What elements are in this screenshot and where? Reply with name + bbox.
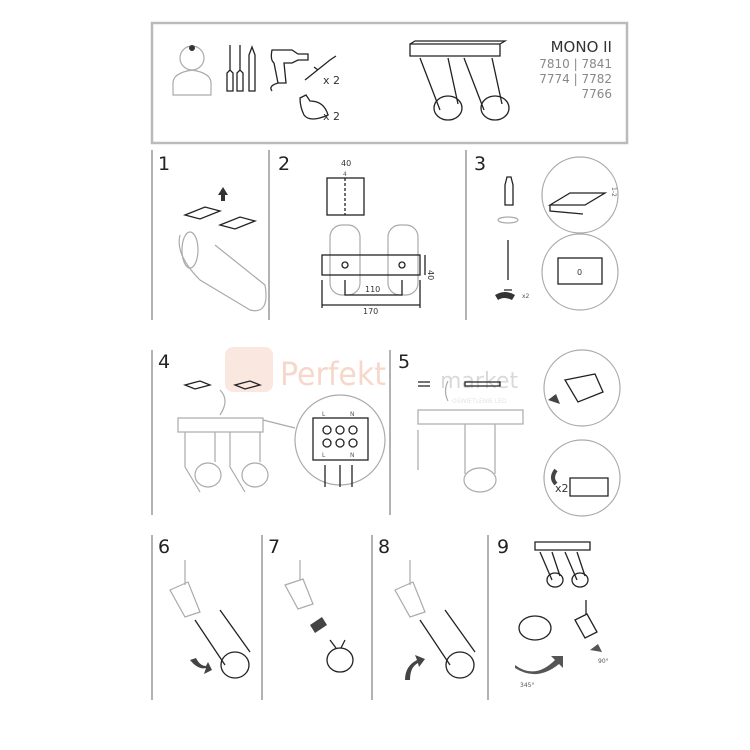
step-7-illustration [284, 560, 354, 673]
screwdrivers-icon [226, 45, 256, 92]
step-9-tilt: 90° [598, 658, 609, 665]
step-5-illustration [417, 349, 621, 517]
step-9-rotation: 345° [520, 682, 534, 689]
step-2-number: 2 [278, 153, 290, 175]
watermark-tagline: OŚWIETLENIE LED [452, 398, 507, 405]
product-name: MONO II [551, 38, 612, 56]
step-5-number: 5 [398, 351, 410, 373]
product-code-line-2: 7774 | 7782 [539, 72, 612, 86]
step-3-number: 3 [474, 153, 486, 175]
step-8-number: 8 [378, 536, 390, 558]
step-9-illustration [515, 541, 602, 675]
step-6-number: 6 [158, 536, 170, 558]
terminal-bottom-n: N [350, 452, 355, 459]
product-illustration [409, 40, 510, 121]
step-3-bracket-mark: 0 [577, 268, 582, 277]
step-8-illustration [394, 560, 476, 680]
header-frame [150, 21, 629, 145]
dim-hole-spacing: 110 [365, 285, 380, 294]
step-3-illustration [495, 156, 619, 311]
step-7-number: 7 [268, 536, 280, 558]
dim-bracket-width: 40 [341, 159, 351, 168]
step-9-number: 9 [497, 536, 509, 558]
product-code-line-1: 7810 | 7841 [539, 57, 612, 71]
step-4-number: 4 [158, 351, 170, 373]
wall-anchor-icon [304, 55, 337, 81]
bulb-icon [299, 94, 329, 120]
dim-slot: 4 [343, 171, 347, 178]
step-6-illustration [169, 560, 251, 679]
product-code-line-3: 7766 [581, 87, 612, 101]
step-1-illustration [178, 187, 267, 312]
bulb-qty: x 2 [323, 110, 340, 123]
step-4-illustration [177, 380, 386, 493]
terminal-top-n: N [350, 411, 355, 418]
step-dividers [151, 150, 489, 700]
terminal-top-l: L [322, 411, 326, 418]
step-1-number: 1 [158, 153, 170, 175]
watermark: Perfekt market OŚWIETLENIE LED [225, 347, 518, 405]
dim-height: 40 [426, 270, 435, 280]
step-2-illustration [321, 177, 426, 308]
terminal-bottom-l: L [322, 452, 326, 459]
dim-length: 170 [363, 307, 378, 316]
step-3-screw-qty: x2 [522, 293, 530, 300]
drill-icon [270, 49, 309, 92]
anchor-qty: x 2 [323, 74, 340, 87]
step-3-gap-label: 1-2 [610, 187, 617, 197]
watermark-brand: Perfekt [280, 355, 386, 393]
step-5-clip-qty: x2 [555, 482, 569, 495]
installer-icon [172, 45, 212, 96]
